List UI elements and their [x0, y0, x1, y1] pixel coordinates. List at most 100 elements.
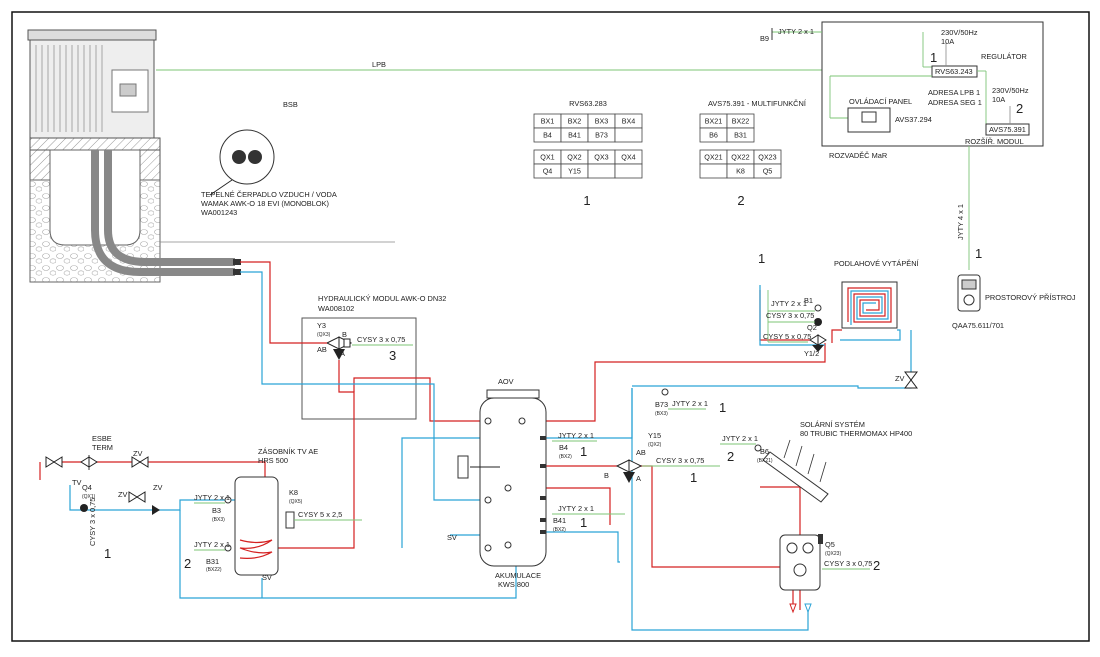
y3-port-ab: AB: [317, 345, 327, 354]
solar-label-1: SOLÁRNÍ SYSTÉM: [800, 420, 865, 429]
avs-io-cell: [726, 127, 755, 143]
heat-pump-label-2: WAMAK AWK-O 18 EVI (MONOBLOK): [201, 199, 329, 208]
avs-io-cell: [753, 163, 782, 179]
avs-io-cell-text: QX23: [758, 153, 776, 162]
rvs-io-cell-text: B41: [568, 131, 581, 140]
valve-y3: [325, 336, 353, 360]
rvs-io-cell-text: BX2: [568, 117, 582, 126]
b41-number: 1: [580, 515, 587, 530]
b3-label: B3: [212, 506, 221, 515]
zv-label-2: ZV: [118, 490, 128, 499]
avs37-model: AVS37.294: [895, 115, 932, 124]
valve-y15: [615, 459, 643, 483]
rvs-model: RVS63.243: [935, 67, 973, 76]
b9-cable: JYTY 2 x 1: [778, 27, 814, 36]
avs75-model: AVS75.391: [989, 125, 1026, 134]
avs-io-cell-text: B6: [709, 131, 718, 140]
room-unit-model: QAA75.611/701: [952, 321, 1004, 330]
ground-section: [29, 137, 395, 283]
tv-label: TV: [72, 478, 82, 487]
room-unit-label: PROSTOROVÝ PŘÍSTROJ: [985, 293, 1076, 302]
address-seg: ADRESA SEG 1: [928, 98, 982, 107]
q5-qx: (QX23): [825, 551, 841, 557]
hydro-number: 3: [389, 348, 396, 363]
avs-table-title: AVS75.391 - MULTIFUNKČNÍ: [708, 99, 807, 108]
k8-qx: (QX5): [289, 499, 303, 505]
esbe-label: ESBE: [92, 434, 112, 443]
rvs-io-cell-text: Q4: [543, 167, 553, 176]
acc-model: KWS 800: [498, 580, 529, 589]
rvs-io-cell: [614, 163, 643, 179]
q5-label: Q5: [825, 540, 835, 549]
y3-port-a: A: [340, 349, 345, 358]
zv-label-1: ZV: [133, 449, 143, 458]
b41-qx: (BX2): [553, 527, 566, 533]
avs-io-cell-text: BX21: [705, 117, 723, 126]
y15-cable: CYSY 3 x 0,75: [656, 456, 704, 465]
room-unit-number: 1: [975, 246, 982, 261]
heat-pump-label-3: WA001243: [201, 208, 237, 217]
y3-port-b: B: [342, 330, 347, 339]
dhw-tank-label-2: HRS 500: [258, 456, 288, 465]
b6-cable: JYTY 2 x 1: [722, 434, 758, 443]
avs-io-cell-text: QX22: [731, 153, 749, 162]
rvs-table-number: 1: [583, 193, 590, 208]
lpb-label: LPB: [372, 60, 386, 69]
b31-cable: JYTY 2 x 1: [194, 540, 230, 549]
q4-number: 1: [104, 546, 111, 561]
floor-zv-label: ZV: [895, 374, 905, 383]
b6-label: B6: [760, 447, 769, 456]
rvs-io-cell-text: QX3: [594, 153, 608, 162]
extension-module-label: ROZŠÍŘ. MODUL: [965, 137, 1024, 146]
y15-port-a: A: [636, 474, 641, 483]
y15-port-ab: AB: [636, 448, 646, 457]
dhw-valves: [45, 455, 160, 515]
heat-pump-label-1: TEPELNÉ ČERPADLO VZDUCH / VODA: [201, 190, 337, 199]
power-2: 230V/50Hz: [992, 86, 1029, 95]
b41-label: B41: [553, 516, 566, 525]
floor-number: 1: [758, 251, 765, 266]
power-1-fuse: 10A: [941, 37, 954, 46]
avs-io-cell: [699, 163, 728, 179]
b4-label: B4: [559, 443, 568, 452]
bsb-label: BSB: [283, 100, 298, 109]
room-unit-cable: JYTY 4 x 1: [956, 204, 965, 240]
aov-label: AOV: [498, 377, 514, 386]
b41-cable: JYTY 2 x 1: [558, 504, 594, 513]
q5-number: 2: [873, 558, 880, 573]
drawing-frame: [11, 11, 1090, 642]
avs-io-cell-text: BX22: [732, 117, 750, 126]
k8-label: K8: [289, 488, 298, 497]
b1-label: B1: [804, 296, 813, 305]
y15-number: 1: [690, 470, 697, 485]
power-2-fuse: 10A: [992, 95, 1005, 104]
rvs-io-cell-text: BX3: [595, 117, 609, 126]
solar-pump-station: [779, 534, 823, 614]
rvs-io-cell-text: QX1: [540, 153, 554, 162]
avs-io-cell-text: Q5: [763, 167, 773, 176]
b73-cable: JYTY 2 x 1: [672, 399, 708, 408]
dhw-tank-label-1: ZÁSOBNÍK TV AE: [258, 447, 318, 456]
acc-label: AKUMULACE: [495, 571, 541, 580]
dhw-tank: [224, 476, 295, 576]
zv-label-3: ZV: [153, 483, 163, 492]
heat-pump-unit: [27, 29, 157, 139]
hydro-label-1: HYDRAULICKÝ MODUL AWK-O DN32: [318, 294, 446, 303]
b6-number: 2: [727, 449, 734, 464]
q2-cable: CYSY 3 x 0,75: [766, 311, 814, 320]
q2-label: Q2: [807, 323, 817, 332]
rvs-io-cell-text: Y15: [568, 167, 581, 176]
avs-io-cell-text: B31: [734, 131, 747, 140]
control-panel-label: OVLÁDACÍ PANEL: [849, 97, 912, 106]
floor-title: PODLAHOVÉ VYTÁPĚNÍ: [834, 259, 920, 268]
y15-qx: (QX2): [648, 442, 662, 448]
b1-cable: JYTY 2 x 1: [771, 299, 807, 308]
b3-qx: (BX3): [212, 517, 225, 523]
b31-qx: (BX22): [206, 567, 222, 573]
control-cabinet: [771, 21, 1044, 270]
b73-number: 1: [719, 400, 726, 415]
y15-label: Y15: [648, 431, 661, 440]
rvs-io-cell-text: B4: [543, 131, 552, 140]
